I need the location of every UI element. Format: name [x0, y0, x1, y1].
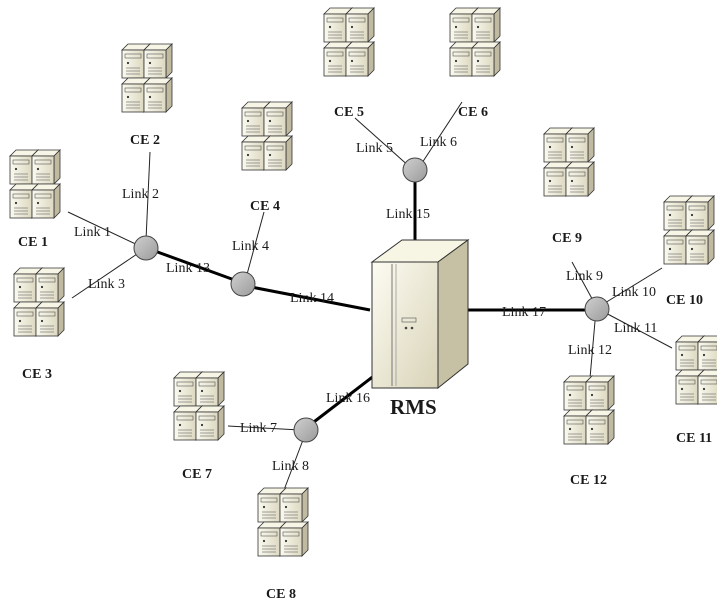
- link-labels: Link 1 Link 2 Link 3 Link 4 Link 5 Link …: [74, 135, 657, 474]
- link-label: Link 9: [566, 269, 603, 284]
- link-label: Link 14: [290, 291, 334, 306]
- router-node-icon: [402, 157, 428, 183]
- link-label: Link 2: [122, 187, 159, 202]
- router-node-icon: [293, 417, 319, 443]
- link-10-line: [599, 267, 663, 307]
- link-14-line: [245, 284, 371, 312]
- link-label: Link 15: [386, 207, 430, 222]
- link-1-line: [67, 211, 145, 249]
- cluster-label: CE 10: [666, 293, 703, 308]
- link-label: Link 17: [502, 305, 546, 320]
- cluster-label: CE 9: [552, 231, 582, 246]
- cluster-label: CE 4: [250, 199, 280, 214]
- cluster-label: CE 8: [266, 587, 296, 602]
- link-6-line: [419, 101, 463, 167]
- cluster-label: CE 2: [130, 133, 160, 148]
- cluster-label: CE 7: [182, 467, 212, 482]
- link-5-line: [354, 117, 412, 169]
- link-7-line: [227, 425, 301, 431]
- router-node-icon: [230, 271, 256, 297]
- router-node-icon: [584, 296, 610, 322]
- server-cluster-icon: [122, 44, 172, 112]
- link-13-line: [151, 248, 241, 284]
- cluster-label: CE 1: [18, 235, 48, 250]
- cluster-labels: CE 1 CE 2 CE 3 CE 4 CE 5 CE 6 CE 7 CE 8 …: [18, 105, 712, 602]
- server-cluster-icon: [564, 376, 614, 444]
- router-nodes: [133, 157, 610, 443]
- link-11-line: [599, 309, 673, 349]
- server-cluster-icon: [544, 128, 594, 196]
- cluster-label: CE 11: [676, 431, 712, 446]
- server-cluster-icon: [14, 268, 64, 336]
- cluster-label: CE 5: [334, 105, 364, 120]
- rms-label: RMS: [390, 395, 437, 419]
- link-label: Link 10: [612, 285, 656, 300]
- link-4-line: [245, 211, 265, 279]
- link-3-line: [71, 251, 141, 299]
- router-node-icon: [133, 235, 159, 261]
- server-cluster-icon: [450, 8, 500, 76]
- rms-server-icon: [370, 239, 470, 390]
- link-label: Link 16: [326, 391, 370, 406]
- server-cluster-icon: [664, 196, 714, 264]
- server-cluster-icon: [10, 150, 60, 218]
- cluster-label: CE 12: [570, 473, 607, 488]
- server-cluster-icon: [324, 8, 374, 76]
- link-label: Link 3: [88, 277, 125, 292]
- server-cluster-icon: [174, 372, 224, 440]
- server-cluster-icon: [676, 336, 717, 404]
- cluster-label: CE 6: [458, 105, 488, 120]
- link-label: Link 1: [74, 225, 111, 240]
- server-cluster-icon: [258, 488, 308, 556]
- link-label: Link 11: [614, 321, 657, 336]
- link-label: Link 5: [356, 141, 393, 156]
- server-cluster-icon: [242, 102, 292, 170]
- link-label: Link 12: [568, 343, 612, 358]
- link-label: Link 4: [232, 239, 269, 254]
- link-label: Link 6: [420, 135, 457, 150]
- link-2-line: [145, 151, 151, 241]
- link-label: Link 8: [272, 459, 309, 474]
- link-label: Link 13: [166, 261, 210, 276]
- cluster-label: CE 3: [22, 367, 52, 382]
- link-label: Link 7: [240, 421, 277, 436]
